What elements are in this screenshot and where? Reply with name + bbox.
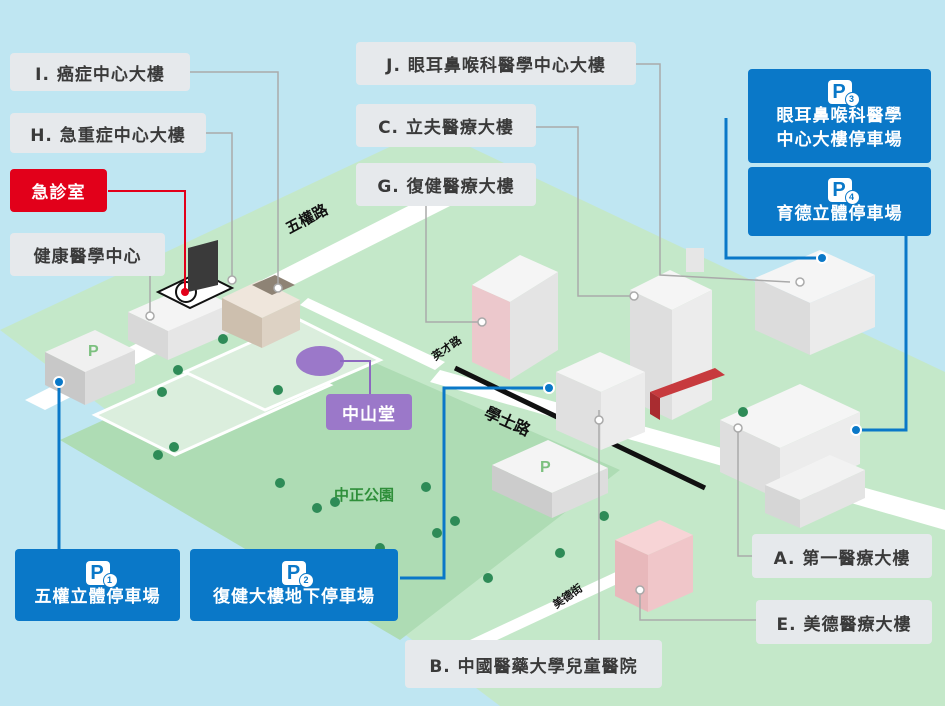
yingcai-road — [300, 298, 445, 370]
parking-lines — [57, 118, 908, 580]
building-p1-lot: P — [45, 330, 135, 405]
label-a-first-medical[interactable]: A. 第一醫療大樓 — [752, 534, 932, 578]
hall-line — [340, 360, 371, 400]
emergency-line — [108, 190, 186, 292]
label-i-cancer-center[interactable]: I. 癌症中心大樓 — [10, 53, 190, 91]
label-health-center[interactable]: 健康醫學中心 — [10, 233, 165, 276]
label-g-rehab[interactable]: G. 復健醫療大樓 — [356, 163, 536, 206]
trees — [153, 334, 748, 583]
label-zhongshan-hall[interactable]: 中山堂 — [326, 394, 412, 430]
building-e — [615, 520, 693, 612]
parking-p3-line2: 中心大樓停車場 — [776, 130, 903, 150]
parking-p1-name: 五權立體停車場 — [34, 587, 161, 607]
meide-street — [470, 570, 630, 648]
zhongshan-hall — [296, 346, 344, 376]
park-label: 中正公園 — [334, 486, 395, 504]
building-park-lot: P — [492, 440, 608, 518]
svg-text:P: P — [540, 459, 551, 476]
svg-text:P: P — [88, 343, 99, 360]
callout-lines — [149, 63, 791, 640]
parking-p4-name: 育德立體停車場 — [776, 203, 903, 224]
label-b-childrens-hospital[interactable]: B. 中國醫藥大學兒童醫院 — [405, 640, 662, 688]
label-e-meide[interactable]: E. 美德醫療大樓 — [756, 600, 932, 644]
building-h-cancer — [222, 275, 300, 348]
building-b — [556, 352, 645, 450]
label-emergency-room[interactable]: 急診室 — [10, 169, 107, 212]
building-g — [472, 255, 558, 380]
building-row — [765, 455, 865, 528]
building-j — [755, 250, 875, 355]
label-c-lifu[interactable]: C. 立夫醫療大樓 — [356, 104, 536, 147]
label-j-ent-center[interactable]: J. 眼耳鼻喉科醫學中心大樓 — [356, 42, 636, 85]
building-emergency — [155, 240, 235, 310]
parking-p2-name: 復健大樓地下停車場 — [213, 587, 375, 607]
building-red — [650, 368, 725, 420]
label-h-critical-care[interactable]: H. 急重症中心大樓 — [10, 113, 206, 153]
parking-p3-line1: 眼耳鼻喉科醫學 — [776, 106, 903, 126]
